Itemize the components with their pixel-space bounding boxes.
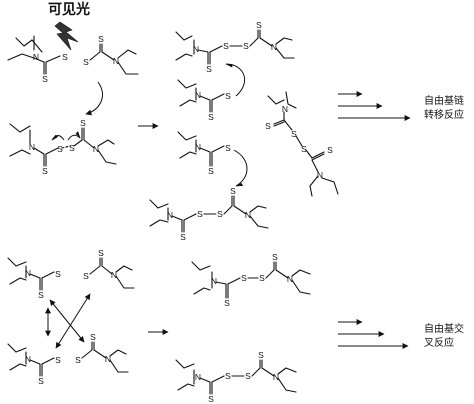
lightning-bolt-icon: [54, 21, 79, 51]
nitrogen-atom: N: [93, 144, 99, 154]
nitrogen-atom: N: [25, 354, 31, 364]
tetd-product-top: N S S S S N: [175, 20, 295, 74]
sulfur-atom: S: [208, 112, 214, 122]
dithiocarbamyl-radical-1: N S S: [177, 79, 231, 122]
sulfur-atom: S: [206, 64, 212, 74]
sulfur-atom: S: [98, 248, 104, 258]
dithiocarbamyl-radical-2: N S S: [177, 131, 231, 176]
sulfur-atom: S: [42, 166, 48, 176]
sulfur-atom: S: [291, 129, 297, 139]
nitrogen-atom: N: [29, 142, 35, 152]
crosslink-product-bottom: N S S S S N: [175, 350, 297, 404]
visible-light-label: 可见光: [48, 1, 90, 18]
chain-transfer-label-line1: 自由基链: [424, 94, 464, 107]
cross-arrows: [45, 293, 91, 349]
sulfur-atom: S: [80, 118, 86, 128]
sulfur-atom: S: [223, 41, 229, 51]
sulfur-atom: S: [301, 144, 307, 154]
tetd-product-right: N S S S S N: [265, 91, 339, 197]
sulfur-atom: S: [265, 121, 271, 131]
radical-cross-fragment-tr: S S N: [83, 248, 135, 289]
sulfur-atom: S: [38, 376, 44, 386]
sulfur-atom: S: [245, 371, 251, 381]
sulfur-atom: S: [55, 355, 61, 365]
nitrogen-atom: N: [271, 42, 277, 52]
sulfur-atom: S: [225, 143, 231, 153]
nitrogen-atom: N: [33, 52, 39, 62]
nitrogen-atom: N: [195, 142, 201, 152]
sulfur-atom: S: [55, 269, 61, 279]
crosslink-label-line2: 叉反应: [424, 336, 454, 349]
sulfur-atom: S: [217, 209, 223, 219]
sulfur-atom: S: [180, 232, 186, 242]
sulfur-atom: S: [69, 143, 75, 153]
sulfur-atom: S: [259, 273, 265, 283]
sulfur-atom: S: [272, 252, 278, 262]
nitrogen-atom: N: [195, 372, 201, 382]
curved-electron-arrow-icon: [85, 81, 103, 116]
nitrogen-atom: N: [25, 268, 31, 278]
sulfur-atom: S: [197, 209, 203, 219]
sulfur-atom: S: [230, 186, 236, 196]
sulfur-atom: S: [62, 52, 68, 62]
nitrogen-atom: N: [193, 44, 199, 54]
crosslink-label-line1: 自由基交: [424, 322, 464, 335]
sulfur-atom: S: [256, 20, 262, 30]
crosslink-arrows: [338, 319, 409, 349]
radical-cross-fragment-bl: N S S: [7, 343, 61, 386]
nitrogen-atom: N: [167, 210, 173, 220]
crosslink-product-top: N S S S S N: [191, 252, 311, 308]
nitrogen-atom: N: [245, 210, 251, 220]
sulfur-atom: S: [208, 394, 214, 404]
sulfur-atom: S: [258, 350, 264, 360]
sulfur-atom: S: [98, 34, 104, 44]
nitrogen-atom: N: [287, 274, 293, 284]
nitrogen-atom: N: [105, 354, 111, 364]
tetd-product-middle: N S S S S N: [149, 186, 269, 242]
chain-transfer-label-line2: 转移反应: [424, 108, 464, 121]
sulfur-atom: S: [224, 298, 230, 308]
dithiocarbamate-fragment-right-top: S S N: [83, 34, 139, 75]
nitrogen-atom: N: [282, 104, 288, 114]
chain-transfer-arrows: [338, 91, 411, 121]
sulfur-atom: S: [243, 41, 249, 51]
radical-cross-fragment-br: S S N: [75, 332, 129, 373]
sulfur-atom: S: [57, 144, 63, 154]
sulfur-atom: S: [83, 271, 89, 281]
dithiocarbamate-fragment-left-top: N S S: [7, 35, 68, 84]
sulfur-atom: S: [327, 145, 333, 155]
sulfur-atom: S: [75, 355, 81, 365]
sulfur-atom: S: [225, 371, 231, 381]
nitrogen-atom: N: [211, 276, 217, 286]
tetd-cleaving-molecule: N S S S S N: [9, 118, 117, 176]
sulfur-atom: S: [241, 273, 247, 283]
sulfur-atom: S: [90, 332, 96, 342]
sulfur-atom: S: [208, 166, 214, 176]
sulfur-atom: S: [38, 290, 44, 300]
nitrogen-atom: N: [273, 372, 279, 382]
nitrogen-atom: N: [111, 270, 117, 280]
sulfur-atom: S: [225, 91, 231, 101]
curved-electron-arrow-icon: [233, 149, 248, 187]
sulfur-atom: S: [42, 74, 48, 84]
nitrogen-atom: N: [113, 56, 119, 66]
curved-electron-arrow-icon: [225, 63, 246, 97]
radical-cross-fragment-tl: N S S: [7, 257, 61, 300]
nitrogen-atom: N: [317, 170, 323, 180]
nitrogen-atom: N: [195, 90, 201, 100]
sulfur-atom: S: [83, 57, 89, 67]
